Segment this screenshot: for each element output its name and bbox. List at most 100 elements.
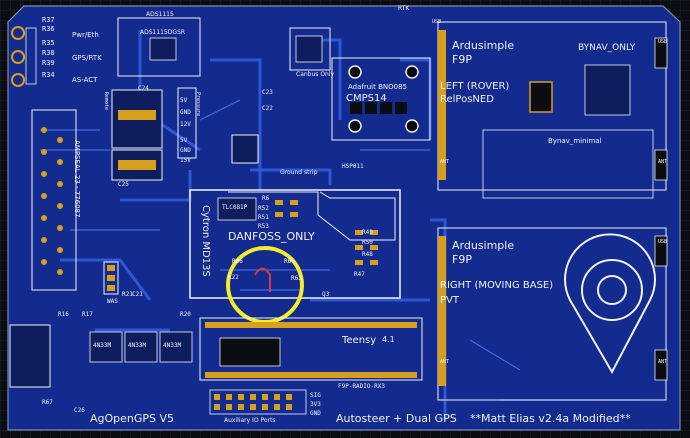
3v3-label: 3V3 xyxy=(310,401,321,408)
led-resistor-3: R35 xyxy=(42,39,55,47)
f9p-chip-small xyxy=(529,81,553,113)
tlc081p-label: TLC081P xyxy=(222,204,248,211)
ant-left-top-label: ANT xyxy=(440,159,450,165)
bottom-r67: R67 xyxy=(42,399,53,406)
teensy-usb xyxy=(219,337,281,367)
ground-strip-label: Ground strip xyxy=(280,169,318,176)
rtk-label: RTK xyxy=(398,5,410,12)
danfoss-label: DANFOSS_ONLY xyxy=(228,230,315,243)
f9p-top-header xyxy=(438,30,446,180)
ant-left-bottom-label: ANT xyxy=(440,359,450,365)
hl-r63: R63 xyxy=(291,275,302,282)
misc-remote: Remote xyxy=(103,92,109,111)
bynav-label: BYNAV_ONLY xyxy=(578,43,636,53)
danfoss-r2: R52 xyxy=(258,205,269,212)
reg-gnd-b: GND xyxy=(180,147,191,154)
regulator-header xyxy=(177,87,197,159)
reg-gnd-a: GND xyxy=(180,109,191,116)
f9p-top-name: Ardusimple xyxy=(452,39,515,52)
led-resistor-6: R34 xyxy=(42,71,55,79)
f9p-radio-label: F9P-RADIO-RX3 xyxy=(338,383,385,390)
led-label-as: AS-ACT xyxy=(72,76,98,84)
f9p-bottom-role: RIGHT (MOVING BASE) xyxy=(440,280,554,291)
misc-r16: R16 xyxy=(58,311,69,318)
aux-io-header xyxy=(209,389,307,415)
ant-top xyxy=(654,149,668,181)
ads-label-2: ADS1115DGSR xyxy=(140,29,186,36)
usb-bottom xyxy=(654,235,668,267)
ethernet-jack xyxy=(9,324,51,388)
ampseal-label: AMPSEAL 23 - 776087 xyxy=(73,140,81,218)
misc-c21: C21 xyxy=(132,291,143,298)
ads1115-outline xyxy=(117,17,201,77)
hl-q3: Q3 xyxy=(322,291,330,298)
ant-bottom-label: ANT xyxy=(658,359,668,365)
hsp-component xyxy=(231,134,259,164)
opto-label-1: 4N33M xyxy=(93,342,112,349)
board-outline xyxy=(7,5,681,431)
reg-15v: 15V xyxy=(180,157,191,164)
f9p-top-mode: RelPosNED xyxy=(440,94,494,105)
status-leds xyxy=(11,26,37,87)
misc-c22: C22 xyxy=(262,105,273,112)
cytron-label: Cytron MD13S xyxy=(200,205,211,277)
reg-5v-b: 5V xyxy=(180,137,188,144)
capacitor-pad-2 xyxy=(118,160,156,170)
teensy-header-top xyxy=(205,322,417,328)
gps-r50: R50 xyxy=(362,239,373,246)
opto-label-3: 4N33M xyxy=(163,342,182,349)
led-resistor-2: R36 xyxy=(42,25,55,33)
aux-io-pins xyxy=(214,394,292,410)
hl-r22: R22 xyxy=(228,274,239,281)
teensy-outline xyxy=(199,317,423,381)
hl-r66: R66 xyxy=(232,258,243,265)
teensy-version: 4.1 xyxy=(382,335,395,344)
jumper-wire xyxy=(254,267,271,292)
logo-pin xyxy=(564,233,656,375)
was-pins xyxy=(107,265,115,291)
f9p-bottom-mode: PVT xyxy=(440,295,459,306)
aux-io-label: Auxiliary IO Ports xyxy=(224,417,276,424)
opto-chip-3 xyxy=(159,331,193,363)
gps-r48: R48 xyxy=(362,251,373,258)
capacitor-pad xyxy=(118,110,156,120)
reg-5v-a: 5V xyxy=(180,97,188,104)
led-resistor-5: R39 xyxy=(42,59,55,67)
misc-r17: R17 xyxy=(82,311,93,318)
opto-chip-1 xyxy=(89,331,123,363)
was-r21: R21 xyxy=(122,291,133,298)
led-label-pwr: Pwr/Eth xyxy=(72,31,99,39)
bno-label: Adafruit BNO085 xyxy=(348,83,408,91)
bynav-minimal-outline xyxy=(482,129,654,199)
canbus-box xyxy=(289,27,331,71)
usb-top-label: USB xyxy=(658,39,668,45)
ads1115-chip xyxy=(149,37,177,61)
ant-bottom xyxy=(654,349,668,381)
was-label: WAS xyxy=(107,298,118,305)
footer-right: **Matt Elias v2.4a Modified** xyxy=(470,412,631,425)
cytron-outline xyxy=(189,189,401,299)
usb-top xyxy=(654,37,668,69)
led-resistor-4: R38 xyxy=(42,49,55,57)
footer-middle: Autosteer + Dual GPS xyxy=(336,412,457,425)
opto-label-2: 4N33M xyxy=(128,342,147,349)
ads-label: ADS1115 xyxy=(146,11,174,18)
misc-c25: C25 xyxy=(118,181,129,188)
misc-pressure: Pressure xyxy=(195,92,201,117)
f9p-bottom-name: Ardusimple xyxy=(452,239,515,252)
canbus-chip xyxy=(295,35,323,63)
f9p-bottom-model: F9P xyxy=(452,253,472,266)
mpu-chip xyxy=(584,64,631,116)
f9p-top-model: F9P xyxy=(452,53,472,66)
hl-r65: R65 xyxy=(284,258,295,265)
cmps-label: CMPS14 xyxy=(346,93,387,104)
usb-mid-label: USB xyxy=(432,19,442,25)
danfoss-r1: R6 xyxy=(262,195,270,202)
usb-bottom-label: USB xyxy=(658,239,668,245)
tlc081p-chip xyxy=(217,197,257,221)
misc-c23: C23 xyxy=(262,89,273,96)
misc-r20: R20 xyxy=(180,311,191,318)
reg-12v: 12V xyxy=(180,121,191,128)
